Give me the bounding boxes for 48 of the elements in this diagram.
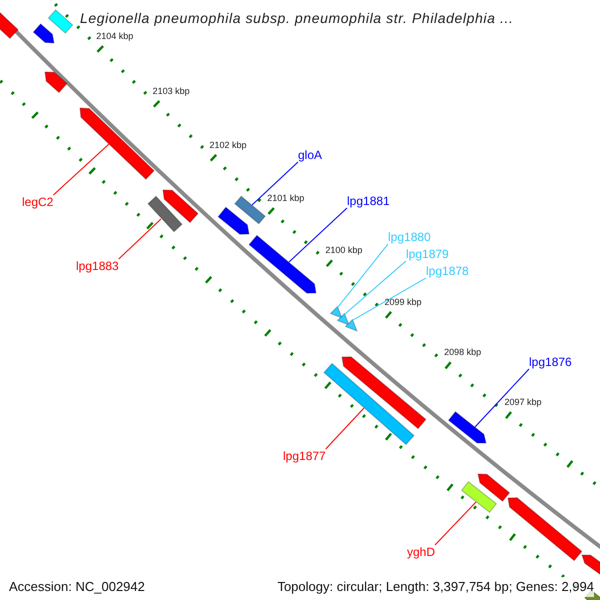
tick-label: 2103 kbp <box>152 86 190 97</box>
gene-feature <box>477 473 510 502</box>
gene-block <box>147 196 183 232</box>
gene-feature <box>507 497 582 562</box>
leader-line <box>352 278 426 320</box>
tick-label: 2097 kbp <box>504 397 542 408</box>
gene-label: lpg1883 <box>76 259 119 273</box>
gene-block <box>323 362 415 446</box>
gene-feature <box>162 189 199 224</box>
gene-block <box>48 9 74 34</box>
gene-feature <box>248 234 317 294</box>
gene-label: legC2 <box>22 195 54 209</box>
tick-label: 2104 kbp <box>96 30 134 42</box>
leader-line <box>338 244 388 308</box>
gene-label: lpg1880 <box>388 230 431 244</box>
leader-line <box>252 162 298 206</box>
gene-block <box>234 196 266 224</box>
gene-triangle <box>336 312 350 326</box>
gene-label: lpg1879 <box>406 247 449 261</box>
tick-label: 2098 kbp <box>444 347 482 358</box>
leader-line <box>52 144 110 196</box>
leader-line <box>118 218 162 260</box>
gene-feature <box>341 356 427 430</box>
gene-feature <box>32 23 55 44</box>
tick-label: 2099 kbp <box>384 296 422 308</box>
gene-label: lpg1876 <box>529 355 572 369</box>
leader-line <box>344 260 406 314</box>
accession-text: Accession: NC_002942 <box>9 578 145 596</box>
gene-feature <box>218 206 250 235</box>
gene-label: lpg1881 <box>347 194 390 208</box>
gene-label: lpg1877 <box>283 449 326 463</box>
gene-feature <box>581 554 600 576</box>
gene-label: lpg1878 <box>426 264 469 278</box>
title: Legionella pneumophila subsp. pneumophila str. Philadelphia ... <box>80 9 514 28</box>
gene-feature <box>79 107 155 180</box>
tick-label: 2101 kbp <box>267 192 304 204</box>
gene-feature <box>448 411 487 444</box>
leader-line <box>288 208 348 262</box>
gene-triangle <box>330 306 343 319</box>
gene-label: gloA <box>298 148 322 162</box>
tick-label: 2100 kbp <box>325 245 362 256</box>
genome-summary-text: Topology: circular; Length: 3,397,754 bp; Genes: 2,994 <box>277 577 594 596</box>
gene-feature <box>44 71 68 94</box>
leader-line <box>474 368 530 428</box>
gene-block <box>460 481 498 513</box>
tick-label: 2102 kbp <box>209 140 247 151</box>
gene-triangle <box>344 318 358 332</box>
gene-label: yghD <box>407 545 436 559</box>
